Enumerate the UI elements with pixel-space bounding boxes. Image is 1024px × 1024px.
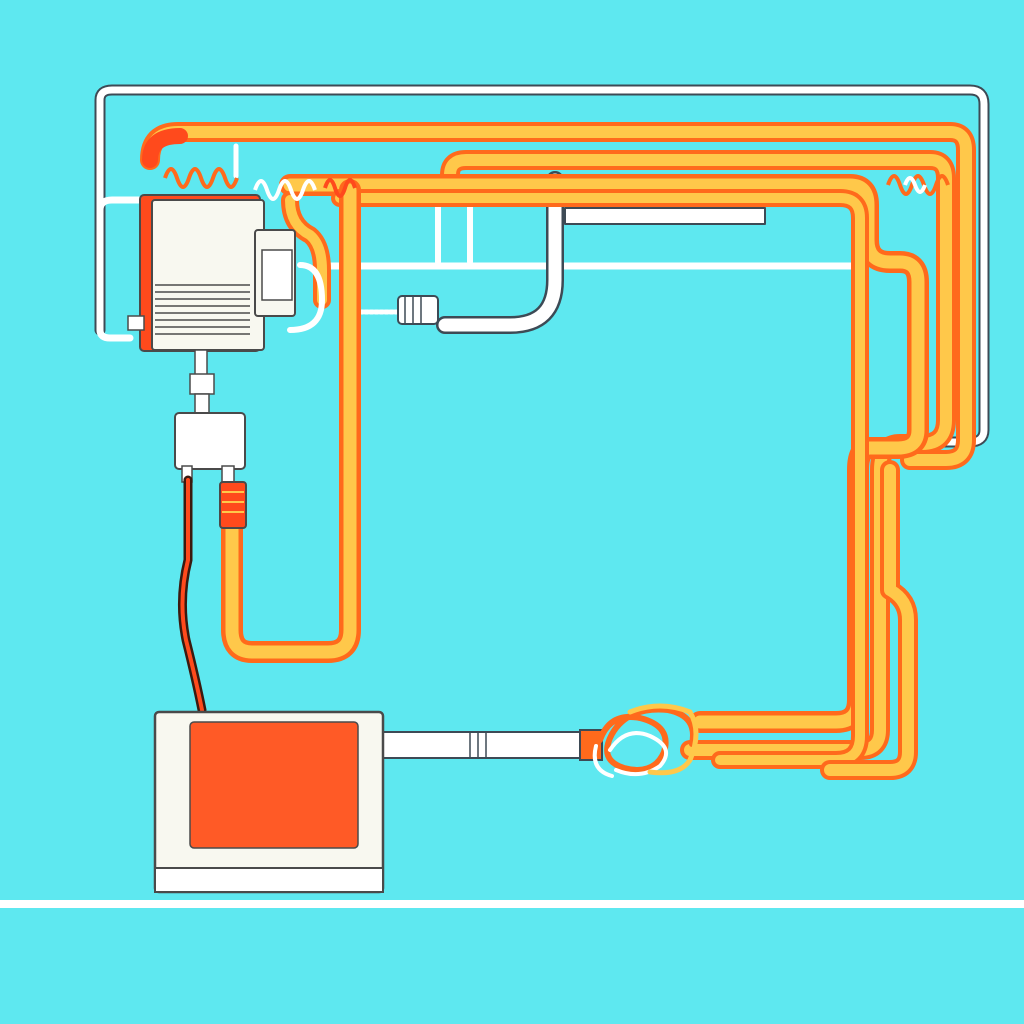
- coil-springs: [163, 167, 950, 201]
- white-outlet-pipe: [379, 729, 603, 761]
- junction-box-icon: [174, 412, 247, 529]
- power-cable: [177, 475, 207, 715]
- hose-fitting: [397, 295, 439, 325]
- compressor-unit-icon: [127, 194, 296, 415]
- floor-line: [0, 900, 1024, 908]
- control-box-icon: [153, 710, 385, 894]
- orange-hose-bundle: [140, 122, 976, 780]
- tangled-hose-knot-icon: [592, 703, 699, 778]
